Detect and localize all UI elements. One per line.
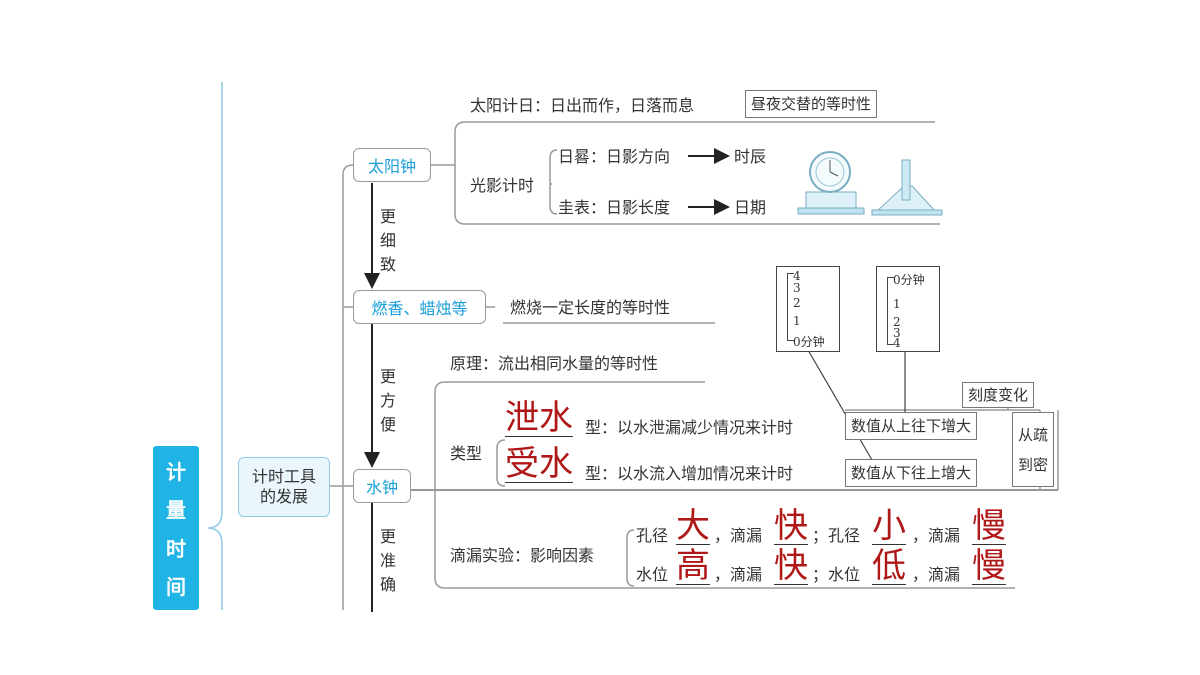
row1-answer-fast: 快 bbox=[774, 506, 808, 546]
sun-day-label: 太阳计日：日出而作，日落而息 bbox=[470, 96, 695, 115]
row2-answer-high: 高 bbox=[676, 546, 710, 586]
scale-top-to-bottom: 数值从上往下增大 bbox=[845, 412, 978, 440]
branch-water-clock: 水钟 bbox=[353, 469, 411, 503]
scale-bottom-to-top: 数值从下往上增大 bbox=[845, 459, 978, 487]
scale-mark: 3 bbox=[893, 326, 901, 340]
sundial-label: 日晷：日影方向 bbox=[558, 147, 671, 166]
water-principle: 原理：流出相同水量的等时性 bbox=[450, 354, 659, 373]
title-char: 间 bbox=[166, 575, 186, 600]
scale-mark: 0分钟 bbox=[893, 273, 925, 287]
title-char: 量 bbox=[166, 498, 186, 523]
row2-e: ；水位 bbox=[812, 565, 861, 584]
gnomon-icon bbox=[871, 159, 943, 216]
scale-mark: 4 bbox=[893, 336, 901, 350]
scale-box-right: 0分钟 1 2 3 4 bbox=[876, 266, 940, 352]
row2-answer-fast: 快 bbox=[774, 546, 808, 586]
row1-answer-large: 大 bbox=[676, 506, 710, 546]
row2-g: ，滴漏 bbox=[912, 565, 961, 584]
type1-answer: 泄水 bbox=[505, 398, 573, 438]
row1-c: ，滴漏 bbox=[714, 526, 763, 545]
experiment-label: 滴漏实验：影响因素 bbox=[450, 546, 595, 565]
sundial-result: 时辰 bbox=[734, 147, 767, 166]
scale-change-tag: 刻度变化 bbox=[962, 382, 1035, 408]
type1-text: 型：以水泄漏减少情况来计时 bbox=[585, 418, 794, 437]
scale-mark: 1 bbox=[793, 314, 801, 328]
row2-a: 水位 bbox=[636, 565, 669, 584]
scale-mark: 1 bbox=[893, 297, 901, 311]
scale-mark: 0分钟 bbox=[793, 335, 825, 349]
row1-e: ；孔径 bbox=[812, 526, 861, 545]
row1-answer-slow: 慢 bbox=[972, 506, 1006, 546]
scale-mark: 3 bbox=[793, 281, 801, 295]
arrow-label-finer: 更细致 bbox=[379, 207, 396, 274]
row2-answer-low: 低 bbox=[872, 546, 906, 586]
row1-a: 孔径 bbox=[636, 526, 669, 545]
arrow-label-convenient: 更方便 bbox=[379, 367, 396, 434]
incense-text: 燃烧一定长度的等时性 bbox=[510, 298, 671, 317]
title-char: 计 bbox=[166, 459, 186, 484]
sun-day-tag: 昼夜交替的等时性 bbox=[745, 90, 878, 118]
arrow-label-accurate: 更准确 bbox=[379, 527, 396, 594]
gnomon-label: 圭表：日影长度 bbox=[558, 198, 671, 217]
sundial-icon bbox=[797, 151, 865, 215]
title-bar: 计 量 时 间 bbox=[153, 446, 199, 610]
type2-text: 型：以水流入增加情况来计时 bbox=[585, 464, 794, 483]
row1-answer-small: 小 bbox=[872, 506, 906, 546]
branch-incense: 燃香、蜡烛等 bbox=[353, 290, 486, 324]
branch-sun-clock: 太阳钟 bbox=[353, 148, 431, 182]
row2-c: ，滴漏 bbox=[714, 565, 763, 584]
gnomon-result: 日期 bbox=[734, 198, 767, 217]
scale-mark: 4 bbox=[793, 269, 801, 283]
dense-label: 到密 bbox=[1018, 455, 1049, 474]
water-types-label: 类型 bbox=[450, 444, 483, 463]
root-node: 计时工具 的发展 bbox=[238, 457, 330, 517]
type2-answer: 受水 bbox=[505, 444, 573, 484]
scale-sparse-to-dense: 从疏 到密 bbox=[1012, 412, 1055, 487]
row1-g: ，滴漏 bbox=[912, 526, 961, 545]
light-shadow-label: 光影计时 bbox=[470, 176, 535, 195]
row2-answer-slow: 慢 bbox=[972, 546, 1006, 586]
scale-box-left: 4 3 2 1 0分钟 bbox=[776, 266, 840, 352]
scale-mark: 2 bbox=[893, 315, 901, 329]
title-char: 时 bbox=[166, 536, 186, 561]
root-node-line1: 计时工具 bbox=[251, 467, 316, 486]
root-node-line2: 的发展 bbox=[259, 487, 308, 506]
scale-mark: 2 bbox=[793, 296, 801, 310]
sparse-label: 从疏 bbox=[1018, 425, 1049, 444]
